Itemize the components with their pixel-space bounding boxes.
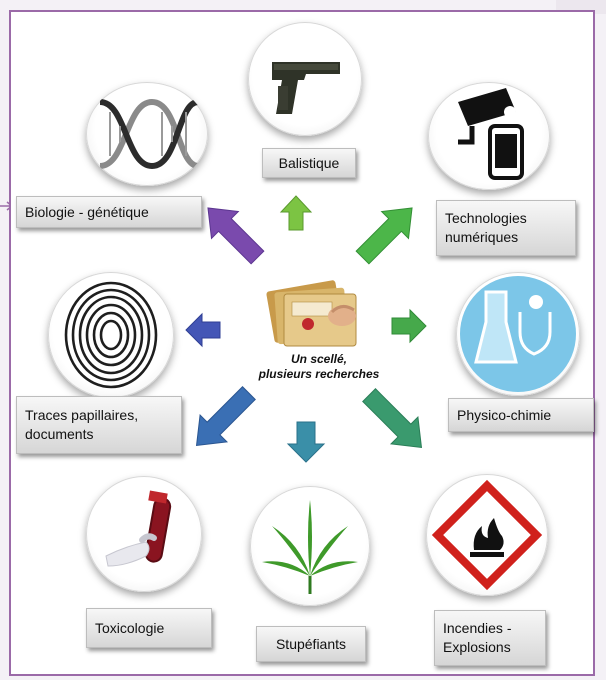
center-caption-line1: Un scellé, <box>290 352 348 366</box>
label-incendies: Incendies - Explosions <box>434 610 546 666</box>
blood-test-tube-icon <box>86 476 202 592</box>
label-traces: Traces papillaires, documents <box>16 396 182 454</box>
label-physico: Physico-chimie <box>448 398 594 432</box>
center-caption-line2: plusieurs recherches <box>258 367 380 381</box>
label-traces-line2: documents <box>25 426 94 442</box>
arrow-to-toxicologie <box>195 386 256 447</box>
label-physico-text: Physico-chimie <box>457 406 552 423</box>
handgun-icon <box>248 22 362 136</box>
label-toxicologie-text: Toxicologie <box>95 619 165 636</box>
arrow-to-balistique <box>279 195 313 231</box>
cctv-camera-smartphone-icon <box>428 82 550 190</box>
label-stupefiants-text: Stupéfiants <box>275 635 347 652</box>
dna-helix-icon <box>86 82 208 186</box>
sealed-evidence-bags-icon <box>266 280 357 347</box>
arrow-to-stupefiants <box>286 421 326 463</box>
label-traces-line1: Traces papillaires, <box>25 407 139 423</box>
fingerprint-icon <box>48 272 174 398</box>
arrow-to-traces <box>185 312 221 348</box>
label-balistique-text: Balistique <box>278 154 340 171</box>
center-caption: Un scellé, plusieurs recherches <box>254 352 384 382</box>
arrow-to-incendies <box>362 388 423 449</box>
label-stupefiants: Stupéfiants <box>256 626 366 662</box>
label-technologies: Technologies numériques <box>436 200 576 256</box>
label-technologies-line1: Technologies <box>445 210 527 226</box>
arrow-to-technologies <box>355 207 413 265</box>
label-balistique: Balistique <box>262 148 356 178</box>
arrow-to-biologie <box>207 207 265 265</box>
flammable-hazard-icon <box>426 474 548 596</box>
label-biologie: Biologie - génétique <box>16 196 202 228</box>
lab-glassware-icon <box>456 272 580 396</box>
label-incendies-line2: Explosions <box>443 639 511 655</box>
arrow-to-physico <box>391 308 427 344</box>
label-technologies-line2: numériques <box>445 229 519 245</box>
cannabis-leaf-icon <box>250 486 370 606</box>
label-incendies-line1: Incendies - <box>443 620 512 636</box>
label-biologie-text: Biologie - génétique <box>25 203 149 220</box>
label-toxicologie: Toxicologie <box>86 608 212 648</box>
